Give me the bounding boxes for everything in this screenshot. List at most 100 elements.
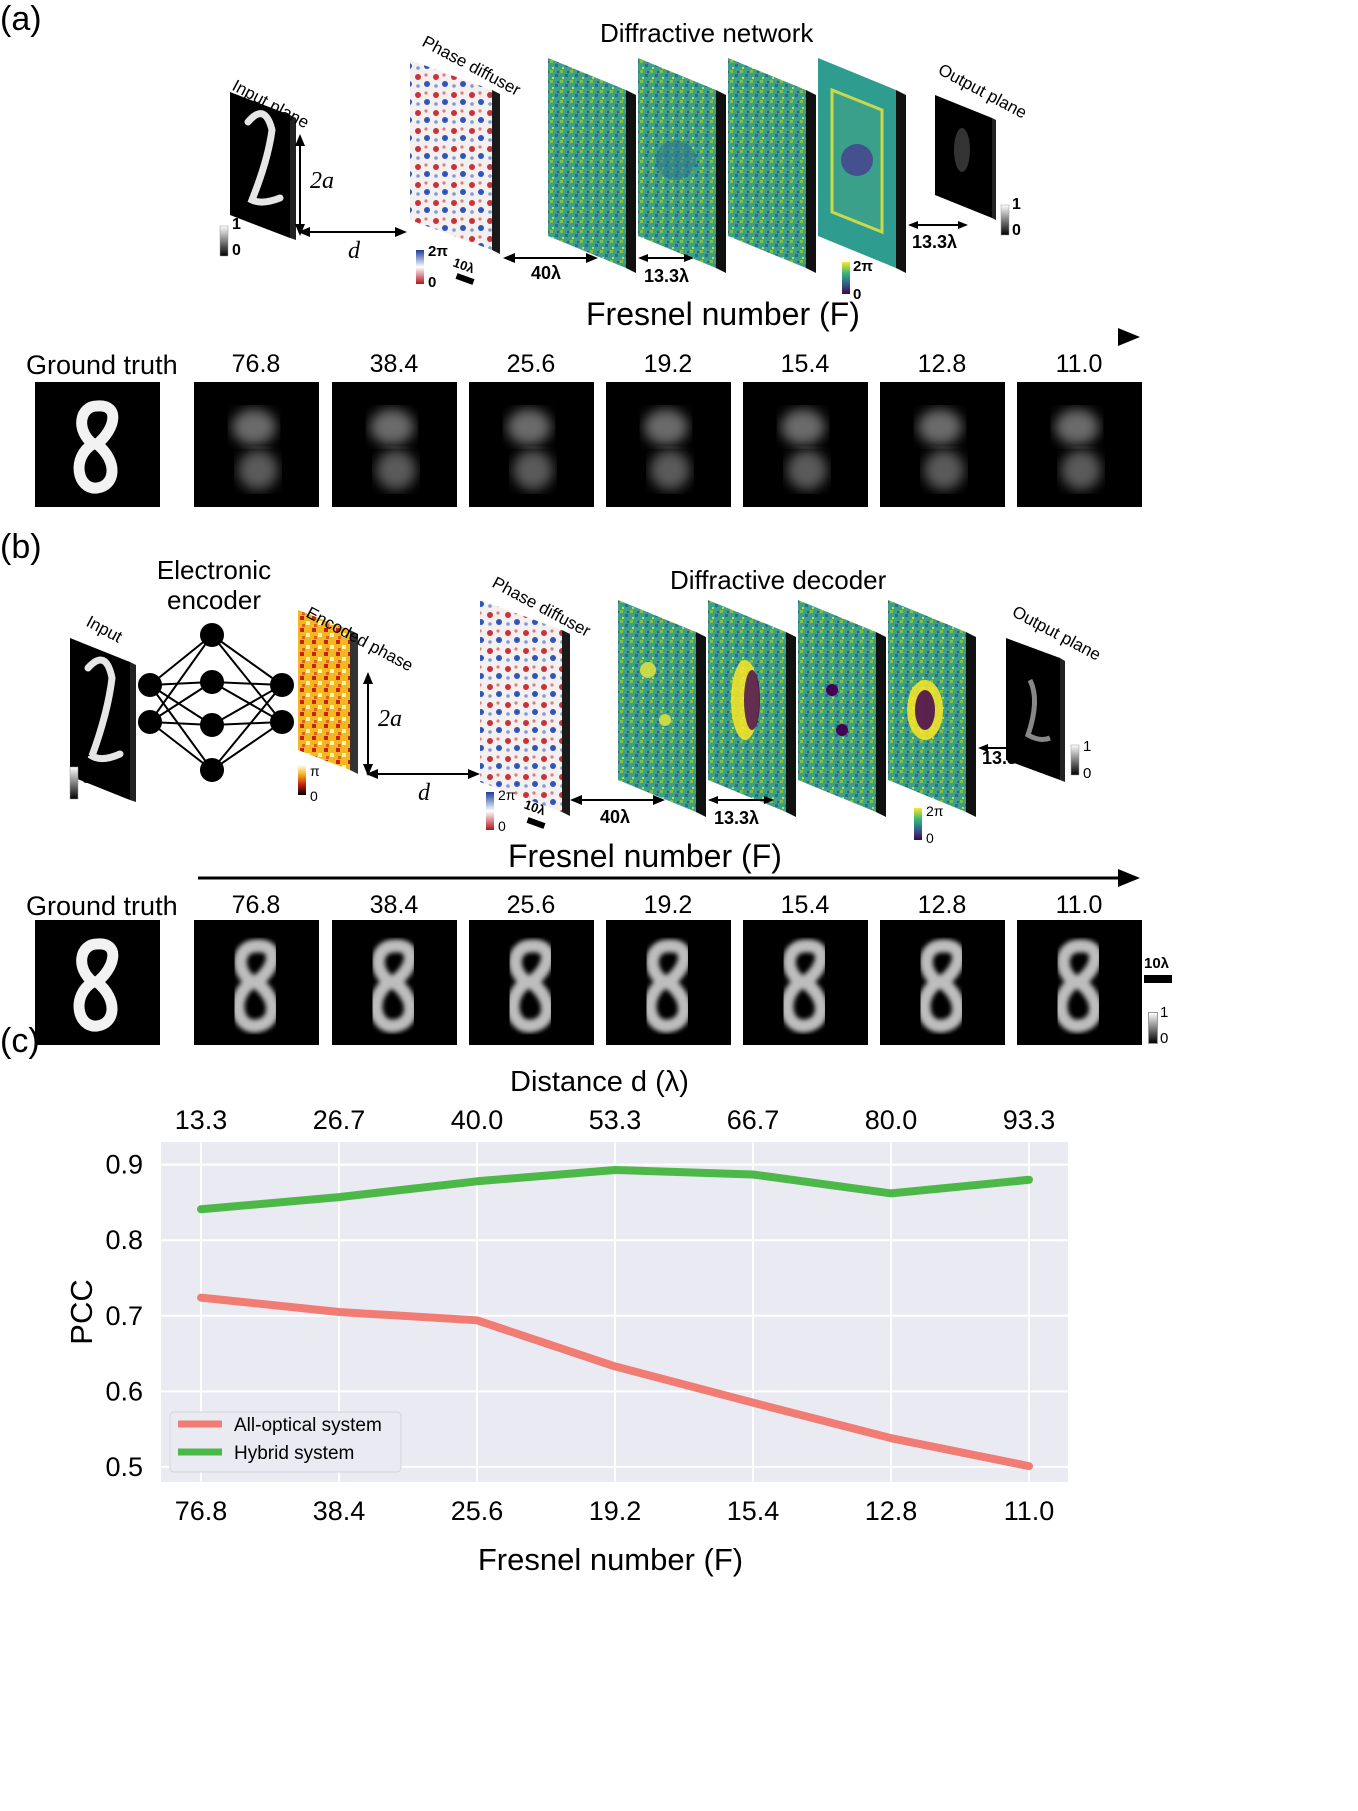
encoder-line1: Electronic <box>156 555 272 585</box>
panel-a-schematic <box>219 58 1010 294</box>
scale-bar-10-right <box>1144 975 1172 983</box>
scale-bar-10 <box>455 273 475 285</box>
b-vir-min: 0 <box>926 830 934 846</box>
top-tick-label: 66.7 <box>727 1105 780 1135</box>
fresnel-tick-label: 76.8 <box>231 891 281 919</box>
top-tick-label: 26.7 <box>313 1105 366 1135</box>
fresnel-tick-label: 12.8 <box>917 891 967 919</box>
input-plane-b <box>70 638 136 802</box>
x-tick-label: 15.4 <box>727 1496 780 1526</box>
dist-40-b: 40λ <box>600 807 631 827</box>
fresnel-tick-label: 38.4 <box>369 891 419 919</box>
x-tick-label: 76.8 <box>175 1496 228 1526</box>
chart-legend <box>169 1411 402 1473</box>
phase-diffuser <box>410 60 500 254</box>
pcc-chart: 0.50.60.70.80.976.813.338.426.725.640.01… <box>64 1105 1068 1577</box>
out-cbar-min: 0 <box>1012 222 1021 239</box>
fresnel-tick-label: 19.2 <box>643 891 693 919</box>
fresnel-tick-label: 15.4 <box>780 891 830 919</box>
panel-b-schematic <box>69 600 1128 880</box>
panel-a-label: (a) <box>0 0 42 38</box>
gray-cbar-max: 1 <box>232 216 241 233</box>
out-cbar-max: 1 <box>1012 196 1021 213</box>
b-gray-min: 0 <box>82 770 91 787</box>
fresnel-arrowhead-b <box>1118 869 1140 887</box>
panel-a-title: Diffractive network <box>600 18 814 48</box>
dist-13-b: 13.3λ <box>912 232 958 252</box>
reconstruction-image <box>880 920 1005 1045</box>
ground-truth-label-b: Ground truth <box>26 891 178 921</box>
fresnel-tick-label: 15.4 <box>780 350 830 378</box>
dim-2a: 2a <box>310 168 334 194</box>
fresnel-title-b: Fresnel number (F) <box>508 838 782 874</box>
top-tick-label: 53.3 <box>589 1105 642 1135</box>
b-pi-max: π <box>310 763 320 779</box>
dist-13a-b: 13.3λ <box>714 808 760 828</box>
top-tick-label: 93.3 <box>1003 1105 1056 1135</box>
encoder-line2: encoder <box>167 585 261 615</box>
diffractive-layer-1 <box>548 58 636 273</box>
top-tick-label: 13.3 <box>175 1105 228 1135</box>
ground-truth-label-a: Ground truth <box>26 350 178 380</box>
b-pi-min: 0 <box>310 788 318 804</box>
fresnel-tick-label: 76.8 <box>231 350 281 378</box>
fresnel-tick-label: 11.0 <box>1055 891 1103 919</box>
top-axis-label: Distance d (λ) <box>510 1066 689 1098</box>
dim-d: d <box>348 238 360 264</box>
reconstruction-image <box>880 382 1005 507</box>
decoder-layer-4 <box>888 600 976 817</box>
dist-13-a: 13.3λ <box>644 266 690 286</box>
fresnel-tick-label: 19.2 <box>643 350 693 378</box>
reconstruction-image <box>1017 382 1142 507</box>
output-gray-colorbar <box>1000 204 1010 236</box>
gray-cbar-min: 0 <box>232 242 241 259</box>
y-tick-label: 0.9 <box>105 1150 143 1180</box>
fresnel-tick-label: 38.4 <box>369 350 419 378</box>
reconstruction-image <box>469 920 594 1045</box>
series-line <box>197 1293 1033 1471</box>
phase-cbar-max: 2π <box>428 243 448 260</box>
diffractive-layer-4 <box>818 58 906 273</box>
top-tick-label: 40.0 <box>451 1105 504 1135</box>
encoded-phase-plane <box>298 610 358 774</box>
input-plane <box>230 92 296 240</box>
scale-10-right-label: 10λ <box>1144 955 1170 972</box>
reconstruction-image <box>332 920 457 1045</box>
output-plane <box>935 95 996 220</box>
b-vir-max: 2π <box>926 803 944 819</box>
decoder-layer-3 <box>798 600 886 817</box>
dist-40: 40λ <box>531 263 562 283</box>
phase-colorbar <box>416 250 424 284</box>
right-gray-colorbar <box>1148 1012 1158 1044</box>
b-phase-max: 2π <box>498 787 516 803</box>
series-line <box>197 1165 1033 1214</box>
decoder-layer-2 <box>708 600 796 817</box>
fresnel-tick-label: 12.8 <box>917 350 967 378</box>
x-axis-title: Fresnel number (F) <box>478 1542 743 1577</box>
diffractive-layer-2 <box>638 58 726 273</box>
reconstruction-image <box>1017 920 1142 1045</box>
y-tick-label: 0.7 <box>105 1301 143 1331</box>
output-plane-b <box>1006 638 1065 782</box>
reconstruction-image <box>469 382 594 507</box>
decoder-layer-1 <box>618 600 706 817</box>
dist-13b-b: 13.3λ <box>982 748 1028 768</box>
fresnel-tick-label: 25.6 <box>506 891 556 919</box>
reconstruction-image <box>743 920 868 1045</box>
y-tick-label: 0.8 <box>105 1225 143 1255</box>
x-tick-label: 11.0 <box>1004 1496 1055 1526</box>
reconstruction-image <box>606 920 731 1045</box>
b-gray-max: 1 <box>82 743 91 760</box>
reconstruction-image <box>194 382 319 507</box>
b-out-max: 1 <box>1083 738 1092 755</box>
fresnel-tick-label: 25.6 <box>506 350 556 378</box>
top-tick-label: 80.0 <box>865 1105 918 1135</box>
panel-b-label: (b) <box>0 528 42 566</box>
phase-cbar-min: 0 <box>428 274 437 291</box>
x-tick-label: 12.8 <box>865 1496 918 1526</box>
fresnel-tick-label: 11.0 <box>1055 350 1103 378</box>
panel-c-label: (c) <box>0 1022 40 1060</box>
y-axis-title: PCC <box>64 1279 99 1344</box>
reconstruction-image <box>332 382 457 507</box>
gray-colorbar <box>219 225 229 257</box>
